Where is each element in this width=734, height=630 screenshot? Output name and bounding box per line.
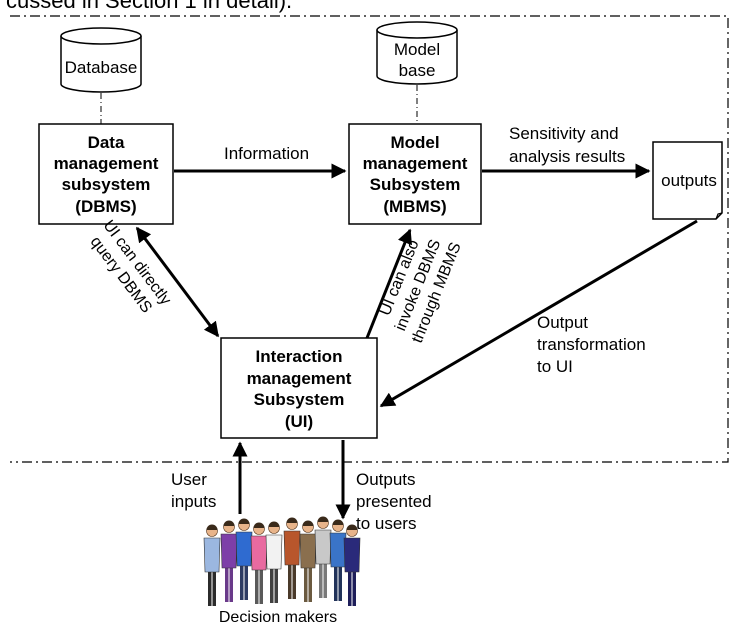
decision-makers-group xyxy=(203,516,361,606)
information-label: Information xyxy=(224,144,309,163)
mbms-box: Model management Subsystem (MBMS) xyxy=(348,123,482,225)
user-inputs-label-2: inputs xyxy=(171,492,216,511)
database-store: Database xyxy=(60,27,142,93)
ui-query-label: UI can directly query DBMS xyxy=(87,217,174,316)
ui-line-3: Subsystem xyxy=(254,390,345,409)
outputs-presented-label-1: Outputs xyxy=(356,470,416,489)
output-transformation-label-2: transformation xyxy=(537,335,646,354)
person-figure xyxy=(343,524,361,606)
ui-invoke-label: UI can also invoke DBMS through MBMS xyxy=(377,237,465,345)
sensitivity-label-2: analysis results xyxy=(509,147,625,166)
system-boundary xyxy=(10,15,729,463)
ui-line-4: (UI) xyxy=(285,412,313,431)
person-figure xyxy=(329,519,347,601)
header-text: cussed in Section 1 in detail). xyxy=(6,0,292,13)
person-figure xyxy=(203,524,221,606)
person-figure xyxy=(283,517,301,599)
person-figure xyxy=(220,520,238,602)
model-base-label-1: Model xyxy=(394,40,440,59)
mbms-line-1: Model xyxy=(390,133,439,152)
outputs-document: outputs xyxy=(652,141,723,220)
mbms-line-4: (MBMS) xyxy=(383,197,446,216)
dbms-line-2: management xyxy=(54,154,159,173)
person-figure xyxy=(299,520,317,602)
user-inputs-label-1: User xyxy=(171,470,207,489)
output-transformation-label-3: to UI xyxy=(537,357,573,376)
person-figure xyxy=(235,518,253,600)
dbms-line-3: subsystem xyxy=(62,175,151,194)
sensitivity-label-1: Sensitivity and xyxy=(509,124,619,143)
output-transformation-label-1: Output xyxy=(537,313,588,332)
output-transformation-arrow xyxy=(379,219,698,408)
outputs-presented-label-3: to users xyxy=(356,514,416,533)
mbms-line-2: management xyxy=(363,154,468,173)
database-label: Database xyxy=(65,58,138,77)
person-figure xyxy=(250,522,268,604)
ui-mbms-arrow xyxy=(365,228,412,339)
dbms-line-4: (DBMS) xyxy=(75,197,136,216)
dbms-box: Data management subsystem (DBMS) xyxy=(38,123,174,225)
ui-box: Interaction management Subsystem (UI) xyxy=(220,337,378,439)
outputs-presented-label-2: presented xyxy=(356,492,432,511)
ui-line-2: management xyxy=(247,369,352,388)
decision-makers-label: Decision makers xyxy=(219,609,337,626)
dbms-line-1: Data xyxy=(88,133,125,152)
person-figure xyxy=(314,516,332,598)
person-figure xyxy=(265,521,283,603)
model-base-store: Model base xyxy=(376,21,458,85)
ui-line-1: Interaction xyxy=(256,347,343,366)
mbms-line-3: Subsystem xyxy=(370,175,461,194)
model-base-label-2: base xyxy=(399,61,436,80)
ui-dbms-arrow xyxy=(135,226,220,338)
outputs-label: outputs xyxy=(661,171,717,190)
